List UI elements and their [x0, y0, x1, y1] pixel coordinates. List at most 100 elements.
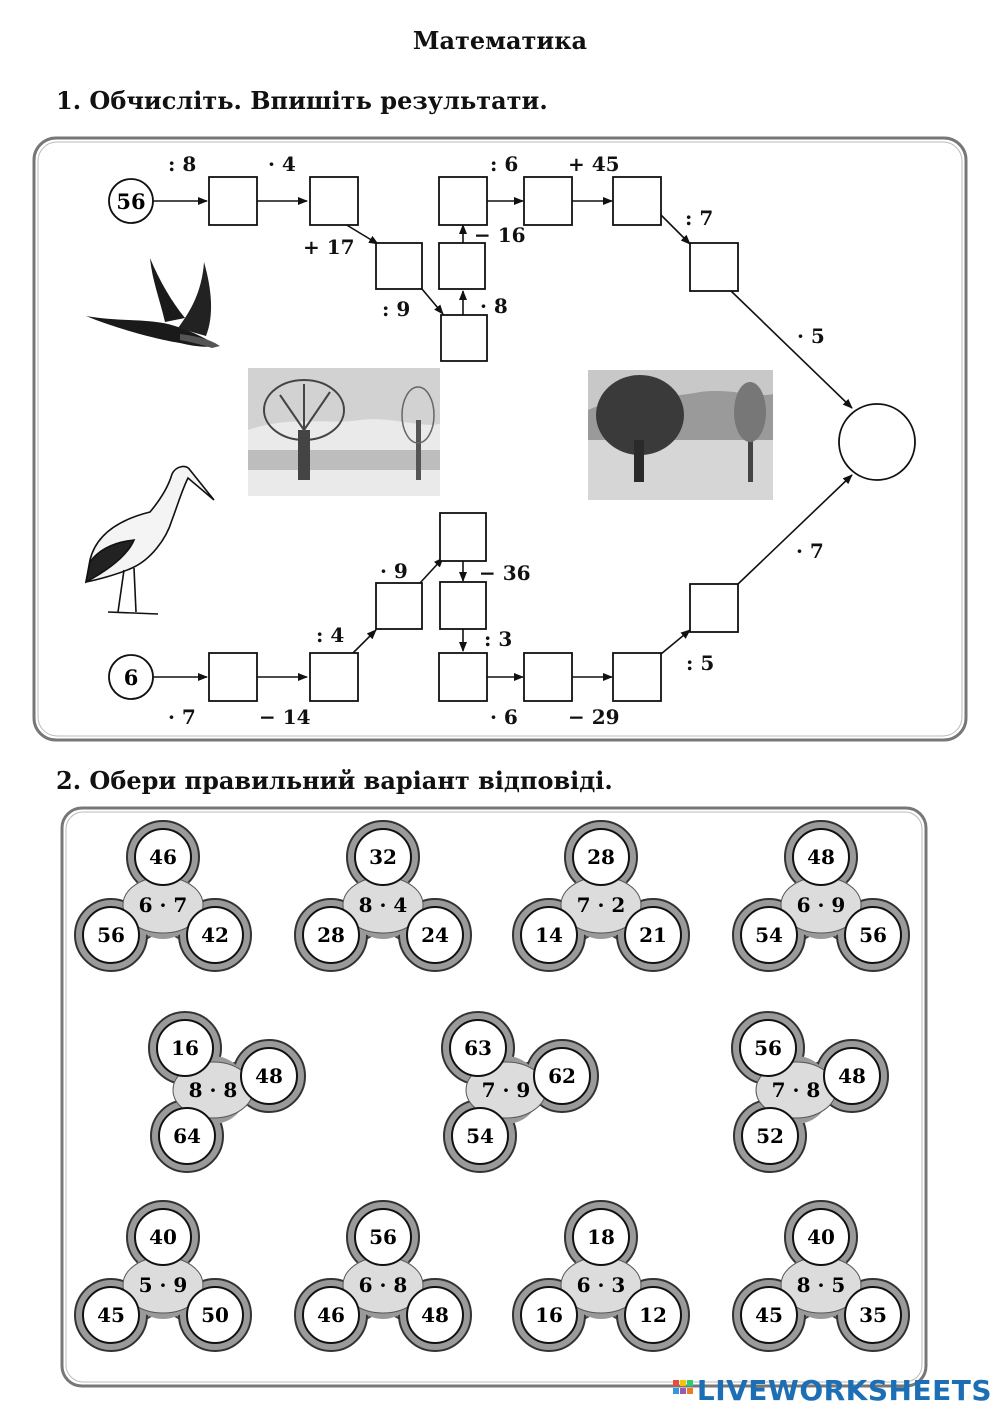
answer-option[interactable]	[739, 1019, 797, 1077]
start-number-top: 56	[116, 189, 145, 214]
answer-box[interactable]	[438, 242, 486, 290]
swallow-illustration	[86, 258, 220, 348]
answer-option[interactable]	[302, 906, 360, 964]
op-label: · 7	[796, 539, 824, 563]
answer-option[interactable]	[844, 1286, 902, 1344]
answer-option[interactable]	[741, 1107, 799, 1165]
answer-box[interactable]	[439, 581, 487, 630]
task2-heading: 2. Обери правильний варіант відповіді.	[56, 766, 613, 795]
answer-option-label: 46	[149, 845, 177, 869]
stork-illustration	[84, 465, 215, 615]
final-answer-circle[interactable]	[838, 403, 916, 481]
answer-option-label: 56	[97, 923, 125, 947]
answer-option-label: 63	[464, 1036, 492, 1060]
answer-option[interactable]	[134, 828, 192, 886]
answer-box[interactable]	[689, 242, 739, 292]
answer-option[interactable]	[572, 1208, 630, 1266]
answer-option[interactable]	[792, 828, 850, 886]
answer-option[interactable]	[302, 1286, 360, 1344]
answer-option-label: 14	[535, 923, 563, 947]
op-label: : 4	[316, 623, 344, 647]
answer-option-label: 28	[587, 845, 615, 869]
answer-option[interactable]	[624, 906, 682, 964]
answer-option-label: 48	[255, 1064, 283, 1088]
answer-option-label: 45	[755, 1303, 783, 1327]
answer-option[interactable]	[792, 1208, 850, 1266]
answer-option[interactable]	[823, 1047, 881, 1105]
answer-option[interactable]	[533, 1047, 591, 1105]
answer-box[interactable]	[523, 176, 573, 226]
answer-option[interactable]	[520, 1286, 578, 1344]
answer-option-label: 56	[369, 1225, 397, 1249]
answer-box[interactable]	[375, 582, 423, 630]
answer-box[interactable]	[309, 176, 359, 226]
op-label: : 8	[168, 152, 196, 176]
answer-option[interactable]	[186, 1286, 244, 1344]
answer-option-label: 48	[807, 845, 835, 869]
spinner-expression: 7 · 2	[577, 893, 626, 917]
answer-box[interactable]	[375, 242, 423, 290]
answer-option-label: 54	[466, 1124, 494, 1148]
answer-option[interactable]	[354, 1208, 412, 1266]
spinner-expression: 8 · 8	[189, 1078, 238, 1102]
op-label: · 8	[480, 294, 508, 318]
answer-box[interactable]	[208, 652, 258, 702]
op-label: : 7	[685, 206, 713, 230]
answer-option[interactable]	[572, 828, 630, 886]
answer-box[interactable]	[438, 176, 488, 226]
answer-option[interactable]	[186, 906, 244, 964]
answer-option[interactable]	[624, 1286, 682, 1344]
answer-option[interactable]	[82, 906, 140, 964]
task1-heading: 1. Обчисліть. Впишіть результати.	[56, 86, 548, 115]
answer-option[interactable]	[240, 1047, 298, 1105]
answer-option[interactable]	[406, 906, 464, 964]
op-label: − 14	[259, 705, 311, 729]
answer-option[interactable]	[406, 1286, 464, 1344]
answer-box[interactable]	[438, 652, 488, 702]
answer-option[interactable]	[158, 1107, 216, 1165]
answer-option-label: 46	[317, 1303, 345, 1327]
answer-box[interactable]	[689, 583, 739, 633]
answer-option[interactable]	[134, 1208, 192, 1266]
liveworksheets-logo: LIVEWORKSHEETS	[672, 1374, 992, 1407]
start-circle-bottom	[108, 654, 154, 700]
answer-option[interactable]	[451, 1107, 509, 1165]
op-label: · 6	[490, 705, 518, 729]
answer-option[interactable]	[740, 1286, 798, 1344]
answer-box[interactable]	[612, 652, 662, 702]
answer-option[interactable]	[354, 828, 412, 886]
answer-option-label: 35	[859, 1303, 887, 1327]
landscape-picture-left	[248, 368, 440, 496]
answer-option[interactable]	[156, 1019, 214, 1077]
op-label: − 36	[479, 561, 531, 585]
spinner-expression: 6 · 8	[359, 1273, 408, 1297]
answer-option-label: 48	[421, 1303, 449, 1327]
spinner-expression: 7 · 9	[482, 1078, 531, 1102]
answer-box[interactable]	[440, 314, 488, 362]
answer-option[interactable]	[740, 906, 798, 964]
spinner-expression: 8 · 4	[359, 893, 408, 917]
answer-option[interactable]	[520, 906, 578, 964]
answer-option-label: 56	[859, 923, 887, 947]
brand-icon	[672, 1379, 693, 1402]
answer-box[interactable]	[439, 512, 487, 562]
answer-option-label: 45	[97, 1303, 125, 1327]
answer-box[interactable]	[612, 176, 662, 226]
answer-box[interactable]	[523, 652, 573, 702]
answer-box[interactable]	[208, 176, 258, 226]
answer-option[interactable]	[844, 906, 902, 964]
op-label: − 16	[474, 223, 526, 247]
answer-option-label: 40	[807, 1225, 835, 1249]
page-title: Математика	[412, 26, 588, 55]
spinner-expression: 8 · 5	[797, 1273, 846, 1297]
answer-option-label: 28	[317, 923, 345, 947]
answer-box[interactable]	[309, 652, 359, 702]
answer-option-label: 52	[756, 1124, 784, 1148]
answer-option[interactable]	[449, 1019, 507, 1077]
landscape-picture-right	[588, 370, 773, 500]
answer-option[interactable]	[82, 1286, 140, 1344]
